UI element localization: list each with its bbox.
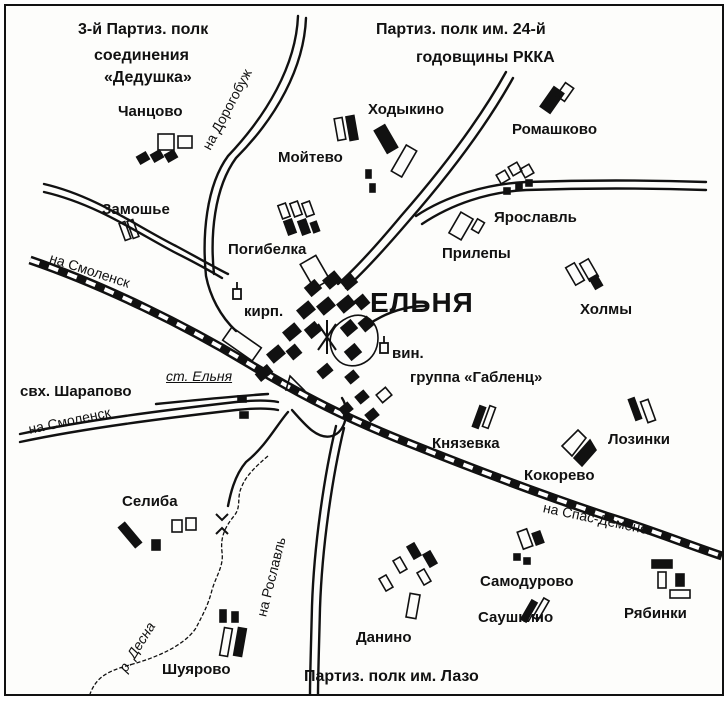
label-moytevo: Мойтево — [278, 149, 343, 166]
village-seliba — [117, 517, 197, 551]
road-dorogobuzh — [203, 14, 300, 333]
label-vin: вин. — [392, 345, 424, 362]
label-samodurovo: Самодурово — [480, 573, 574, 590]
village-ryabinki — [651, 559, 691, 599]
village-romashkovo — [539, 81, 575, 115]
bridge-icon — [215, 513, 229, 535]
village-kholmy — [564, 257, 604, 291]
label-partisan-regiment-3: 3-й Партиз. полк — [78, 21, 209, 38]
label-partisan-regiment-lazo: Партиз. полк им. Лазо — [304, 668, 479, 685]
village-samodurovo — [513, 527, 545, 565]
label-partisan-regiment-24-line2: годовщины РККА — [416, 49, 555, 66]
road-sharapovo — [154, 392, 270, 406]
label-group-gablenz: группа «Габленц» — [410, 369, 543, 386]
label-danino: Данино — [356, 629, 412, 646]
road-smolensk — [18, 399, 280, 436]
road-smolensk-inner — [18, 407, 280, 444]
road-west-south — [226, 410, 290, 508]
label-kokorevo: Кокорево — [524, 467, 595, 484]
map-frame: 3-й Партиз. полк соединения «Дедушка» Па… — [4, 4, 724, 696]
label-chantsovo: Чанцово — [118, 103, 183, 120]
village-saushkino — [519, 596, 551, 624]
label-yaroslavl: Ярославль — [494, 209, 577, 226]
road-roslavl — [308, 424, 338, 694]
factory-vin-icon — [379, 342, 389, 354]
label-seliba: Селиба — [122, 493, 178, 510]
road-yaroslavl-inner — [420, 187, 708, 226]
town-blocks — [254, 270, 380, 423]
label-prilepy: Прилепы — [442, 245, 511, 262]
label-kirp: кирп. — [244, 303, 284, 320]
label-romashkovo: Ромашково — [512, 121, 597, 138]
village-zamoshye — [118, 218, 140, 242]
label-partisan-regiment-24: Партиз. полк им. 24-й — [376, 21, 546, 38]
village-prilepy — [447, 211, 486, 241]
railway — [28, 255, 722, 561]
road-zamoshye-inner — [42, 190, 224, 280]
label-shuyarovo: Шуярово — [162, 661, 231, 678]
label-town-elnya: ЕЛЬНЯ — [370, 287, 474, 318]
village-pogibelka — [276, 200, 331, 290]
village-shuyarovo — [218, 609, 248, 658]
village-lozinki — [627, 396, 657, 424]
label-station-elnya: ст. Ельня — [166, 368, 233, 384]
road-dorogobuzh-inner — [211, 16, 308, 276]
label-lozinki: Лозинки — [608, 431, 670, 448]
label-ryabinki: Рябинки — [624, 605, 687, 622]
label-pogibelka: Погибелка — [228, 241, 307, 258]
village-kokorevo — [560, 428, 597, 468]
village-chantsovo — [135, 133, 193, 166]
label-partisan-regiment-3-line2: соединения — [94, 47, 189, 64]
label-knyazevka: Князевка — [432, 435, 500, 452]
road-zamoshye — [42, 182, 230, 276]
village-danino — [377, 541, 439, 620]
road-north-east-inner — [344, 76, 515, 290]
town-outlines — [221, 314, 393, 404]
label-zamoshye: Замошье — [102, 201, 170, 218]
label-kholmy: Холмы — [580, 301, 633, 318]
village-sharapovo — [237, 395, 247, 403]
road-roslavl-inner — [316, 426, 346, 694]
factory-kirp-icon — [232, 288, 242, 300]
label-saushkino: Саушкино — [478, 609, 554, 626]
village-khodykino — [333, 114, 418, 193]
label-partisan-regiment-3-line3: «Дедушка» — [104, 69, 192, 86]
label-khodykino: Ходыкино — [368, 101, 445, 118]
label-sharapovo: свх. Шарапово — [20, 383, 132, 400]
church-cross-icon — [317, 320, 337, 354]
village-yaroslavl — [495, 161, 535, 195]
village-knyazevka — [471, 404, 497, 430]
road-north-east — [336, 70, 508, 286]
map-drawing — [18, 14, 722, 694]
river-desna — [89, 455, 269, 694]
